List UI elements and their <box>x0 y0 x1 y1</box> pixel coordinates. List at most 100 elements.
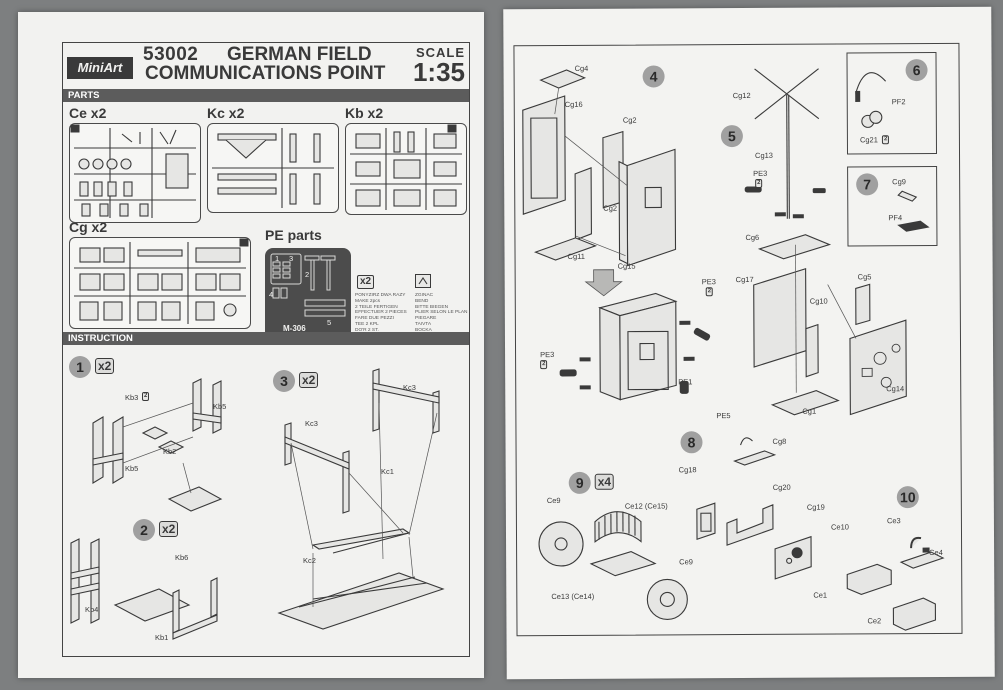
kit-title-line2: COMMUNICATIONS POINT <box>145 63 386 84</box>
pe-number-3: 3 <box>289 254 294 263</box>
step-2-multiplier: x2 <box>159 521 179 537</box>
pe-number-4: 4 <box>269 290 274 299</box>
part-label-cg16: Cg16 <box>564 99 583 109</box>
part-label-cg13: Cg13 <box>754 150 773 160</box>
part-label-kb6: Kb6 <box>175 553 189 562</box>
part-label-cg14: Cg14 <box>886 384 905 394</box>
step-7-box: 7 Cg9 PF4 <box>847 166 938 247</box>
right-sheet-frame: 4 Cg4 Cg16 Cg2 Cg2 Cg11 Cg15 <box>513 42 963 637</box>
part-label-ce13: Ce13 (Ce14) <box>551 591 595 602</box>
step-10-drawing <box>846 536 945 631</box>
bend-icon <box>415 274 431 288</box>
sprue-label-cg: Cg x2 <box>69 219 108 235</box>
pe-fret: 1 2 3 4 5 <box>265 248 351 340</box>
step-9-drawing <box>538 511 688 620</box>
part-label-cg20: Cg20 <box>772 482 791 492</box>
instruction-section-header: INSTRUCTION <box>63 332 469 345</box>
kit-title-line1: GERMAN FIELD <box>227 44 372 65</box>
pe3-a-multiplier: 2 <box>705 287 714 297</box>
left-sheet-frame: MiniArt 53002 GERMAN FIELD COMMUNICATION… <box>62 42 470 657</box>
part-label-kc1: Kc1 <box>381 467 394 476</box>
miniart-logo: MiniArt <box>67 57 133 79</box>
part-label-ce10: Ce10 <box>830 522 849 532</box>
part-label-cg4: Cg4 <box>574 63 589 73</box>
part-label-ce2: Ce2 <box>867 616 882 626</box>
pe-number-5: 5 <box>327 318 332 327</box>
part-label-cg2-a: Cg2 <box>622 115 637 125</box>
step-8-drawing <box>696 437 812 580</box>
part-label-ce1: Ce1 <box>813 590 828 600</box>
down-arrow-icon <box>584 269 623 297</box>
part-label-pe5: PE5 <box>716 411 731 421</box>
sprue-label-ce: Ce x2 <box>69 105 107 121</box>
step-2-circle: 2 <box>133 519 155 541</box>
part-label-ce3: Ce3 <box>886 516 901 526</box>
part-label-kc2: Kc2 <box>303 556 316 565</box>
part-label-kb5-a: Kb5 <box>213 402 227 411</box>
part-label-cg6: Cg6 <box>745 232 760 243</box>
instruction-sheet-right: 4 Cg4 Cg16 Cg2 Cg2 Cg11 Cg15 <box>503 6 995 680</box>
part-label-cg11: Cg11 <box>567 251 585 261</box>
pe-number-2: 2 <box>305 270 310 279</box>
instruction-sheet-left: MiniArt 53002 GERMAN FIELD COMMUNICATION… <box>18 12 484 678</box>
sprue-ce <box>69 123 201 223</box>
part-label-cg9: Cg9 <box>892 177 906 187</box>
step-3-drawing <box>277 368 445 630</box>
part-label-cg2-b: Cg2 <box>603 203 618 213</box>
pe3-c-multiplier: 2 <box>755 178 763 188</box>
part-label-kb1: Kb1 <box>155 633 169 642</box>
part-label-kb3: Kb3 <box>125 393 139 402</box>
part-label-cg12: Cg12 <box>732 90 751 101</box>
part-label-pf2: PF2 <box>891 97 906 107</box>
headphones-drawing <box>855 72 887 128</box>
part-label-pe3-c: PE3 <box>753 168 768 178</box>
subassembly-drawing <box>559 292 711 401</box>
parts-section-header: PARTS <box>63 89 469 102</box>
sheet-header: MiniArt 53002 GERMAN FIELD COMMUNICATION… <box>63 43 469 87</box>
part-label-cg5: Cg5 <box>857 272 872 282</box>
make-twice-badge: x2 <box>357 275 375 289</box>
sprue-label-pe: PE parts <box>265 227 322 243</box>
scale-label: SCALE <box>415 45 465 60</box>
step-3-circle: 3 <box>273 370 295 392</box>
part-label-cg19: Cg19 <box>806 502 825 512</box>
step-10-circle: 10 <box>896 486 919 509</box>
sprue-label-kb: Kb x2 <box>345 105 384 121</box>
sprue-label-kc: Kc x2 <box>207 105 245 121</box>
step-5-drawing <box>744 68 907 416</box>
step-4-drawing <box>522 69 677 267</box>
part-label-kc3-b: Kc3 <box>305 419 318 428</box>
part-label-pf4: PF4 <box>888 213 903 223</box>
step-3-multiplier: x2 <box>299 372 319 388</box>
part-label-pe3-b: PE3 <box>540 350 555 360</box>
cg21-multiplier: 2 <box>881 135 890 145</box>
step-6-box: 6 PF2 Cg21 2 <box>846 52 938 155</box>
part-label-kc3-a: Kc3 <box>403 383 416 392</box>
part-label-kb5-b: Kb5 <box>125 464 139 473</box>
step-1-multiplier: x2 <box>95 358 115 374</box>
part-label-ce9-a: Ce9 <box>546 495 561 506</box>
pe-fret-code: M-306 <box>283 324 306 333</box>
part-label-cg21: Cg21 <box>859 135 878 145</box>
step-1-circle: 1 <box>69 356 91 378</box>
part-label-kb2: Kb2 <box>163 447 177 456</box>
scale-value: 1:35 <box>412 57 465 87</box>
step-2-drawing <box>70 538 218 640</box>
part-label-cg17: Cg17 <box>735 274 754 285</box>
sprue-kb <box>345 123 467 215</box>
step-1-drawing <box>92 378 223 512</box>
key-drawing <box>897 190 930 232</box>
pe3-b-multiplier: 2 <box>540 360 548 370</box>
part-label-pe1: PE1 <box>678 377 693 387</box>
part-label-ce12: Ce12 (Ce15) <box>624 501 668 511</box>
part-label-cg8: Cg8 <box>772 436 787 446</box>
kit-number: 53002 <box>143 44 199 65</box>
part-label-ce9-b: Ce9 <box>679 557 693 567</box>
part-label-cg10: Cg10 <box>809 296 828 306</box>
part-label-ce4: Ce4 <box>929 547 943 558</box>
sprue-kc <box>207 123 339 213</box>
sprue-cg <box>69 237 251 329</box>
part-label-kb4: Kb4 <box>85 605 99 614</box>
part-kb3-multiplier: 2 <box>142 392 150 401</box>
part-label-cg18: Cg18 <box>678 465 697 475</box>
